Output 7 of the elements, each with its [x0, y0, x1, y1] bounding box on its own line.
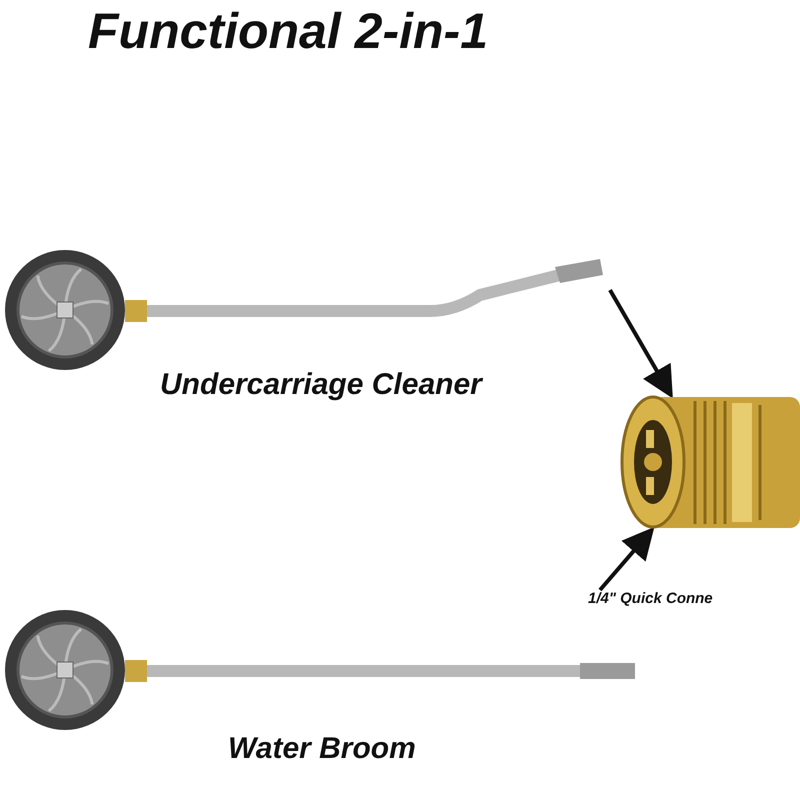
caption-text: Undercarriage Cleaner	[160, 368, 482, 402]
callout-text: 1/4" Quick Conne	[588, 590, 713, 607]
arrow	[598, 526, 654, 592]
arrow	[608, 289, 673, 398]
title: Functional 2-in-1	[88, 2, 488, 60]
quick-connector-drawing	[620, 395, 800, 530]
caption-text: Water Broom	[228, 732, 416, 766]
